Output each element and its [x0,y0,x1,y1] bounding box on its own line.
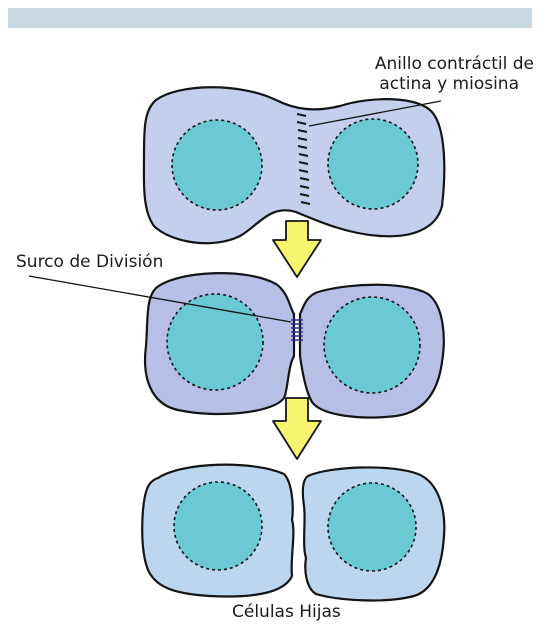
nucleus-left-stage-1 [172,120,262,210]
daughter-cells-label: Células Hijas [232,602,341,622]
cell-stage-3 [142,465,444,601]
nucleus-right-stage-1 [328,119,418,209]
down-arrow-1 [273,221,321,277]
contractile-ring-label-line1: Anillo contráctil de [375,54,534,74]
down-arrow-2 [273,398,321,459]
cell-stage-1 [144,87,444,243]
nucleus-right-stage-2 [324,297,420,393]
contractile-ring-label-line2: actina y miosina [379,74,519,94]
nucleus-left-stage-3 [174,482,262,570]
cell-stage-2 [29,273,444,417]
nucleus-right-stage-3 [328,483,416,571]
division-furrow-label: Surco de División [16,252,163,272]
